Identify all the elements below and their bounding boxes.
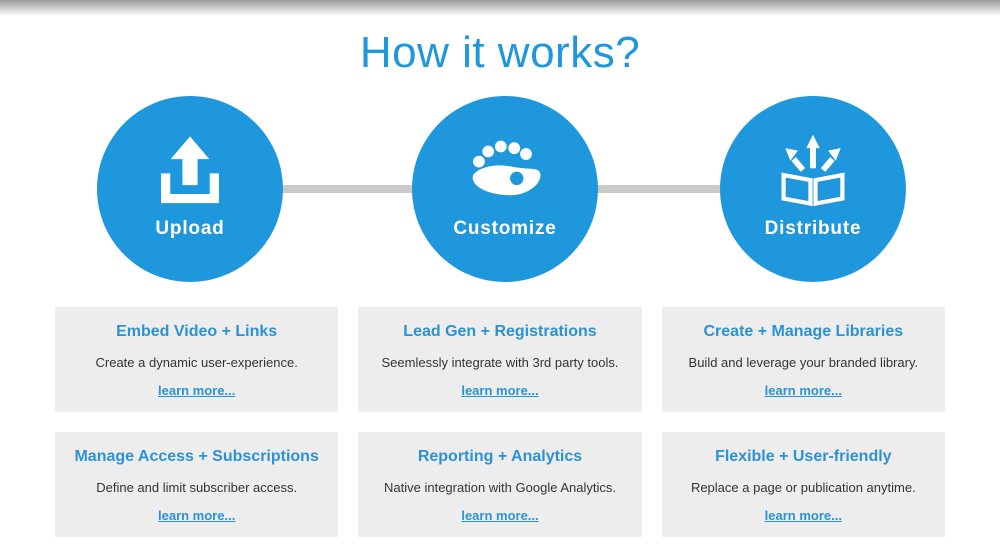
card-title: Flexible + User-friendly (715, 448, 892, 465)
upload-icon (148, 124, 232, 216)
card-title: Create + Manage Libraries (703, 323, 904, 340)
step-distribute: Distribute (720, 96, 906, 282)
step-label: Customize (453, 218, 557, 239)
top-gradient (0, 0, 1000, 16)
card-description: Define and limit subscriber access. (96, 479, 298, 495)
step-circle: Distribute (720, 96, 906, 282)
step-label: Distribute (764, 218, 862, 239)
steps-row: Upload (0, 96, 1000, 286)
card-title: Embed Video + Links (116, 323, 278, 340)
card-description: Replace a page or publication anytime. (690, 479, 916, 495)
learn-more-link[interactable]: learn more... (461, 508, 539, 523)
learn-more-link[interactable]: learn more... (764, 508, 842, 523)
step-circle: Customize (412, 96, 598, 282)
learn-more-link[interactable]: learn more... (158, 383, 236, 398)
step-upload: Upload (97, 96, 283, 282)
step-label: Upload (155, 218, 225, 239)
card-reporting-analytics: Reporting + Analytics Native integration… (358, 432, 642, 537)
paint-palette-icon (463, 124, 547, 216)
step-circle: Upload (97, 96, 283, 282)
step-customize: Customize (412, 96, 598, 282)
card-title: Manage Access + Subscriptions (74, 448, 319, 465)
card-embed-video-links: Embed Video + Links Create a dynamic use… (55, 307, 339, 412)
card-flexible-user-friendly: Flexible + User-friendly Replace a page … (661, 432, 945, 537)
card-description: Native integration with Google Analytics… (384, 479, 616, 495)
card-description: Build and leverage your branded library. (688, 354, 919, 370)
card-lead-gen-registrations: Lead Gen + Registrations Seemlessly inte… (358, 307, 642, 412)
page-title: How it works? (359, 28, 641, 77)
learn-more-link[interactable]: learn more... (764, 383, 842, 398)
open-book-arrows-icon (771, 124, 855, 216)
learn-more-link[interactable]: learn more... (158, 508, 236, 523)
card-description: Seemlessly integrate with 3rd party tool… (381, 354, 619, 370)
card-manage-access-subscriptions: Manage Access + Subscriptions Define and… (55, 432, 339, 537)
card-description: Create a dynamic user-experience. (95, 354, 298, 370)
learn-more-link[interactable]: learn more... (461, 383, 539, 398)
feature-cards-grid: Embed Video + Links Create a dynamic use… (55, 307, 945, 537)
card-title: Reporting + Analytics (417, 448, 583, 465)
card-create-manage-libraries: Create + Manage Libraries Build and leve… (661, 307, 945, 412)
card-title: Lead Gen + Registrations (403, 323, 597, 340)
